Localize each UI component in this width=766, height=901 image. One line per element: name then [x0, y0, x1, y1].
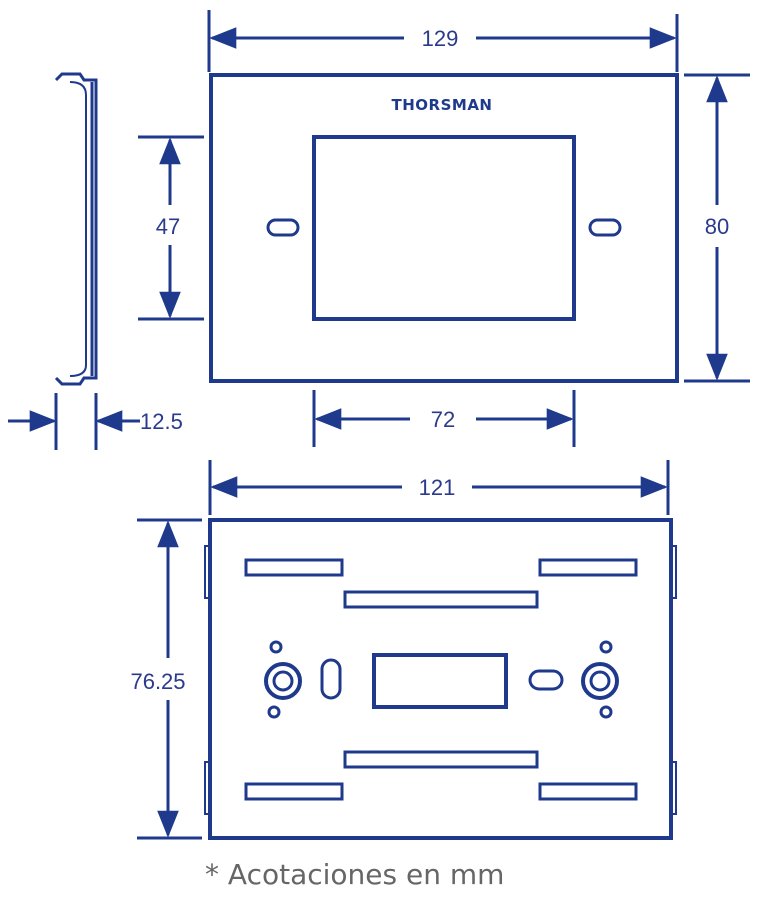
units-note: * Acotaciones en mm: [205, 858, 505, 891]
base-height-label: 76.25: [130, 669, 185, 694]
top-width-label: 129: [422, 26, 459, 51]
slot-top-center: [343, 590, 539, 609]
screw-slot-right: [588, 218, 622, 237]
base-width-dimension: 121: [208, 460, 670, 515]
base-height-dimension: 76.25: [130, 518, 202, 840]
slot-bottom-left: [244, 782, 344, 801]
center-opening: [372, 653, 508, 709]
mounting-boss-right: [581, 640, 619, 719]
side-profile: [54, 72, 98, 386]
top-height-label: 80: [705, 214, 729, 239]
top-height-dimension: 80: [684, 73, 750, 383]
slot-top-left: [244, 558, 344, 577]
slot-top-right: [538, 558, 638, 577]
front-cover: THORSMAN: [209, 73, 679, 383]
brand-logo: THORSMAN: [392, 96, 493, 114]
mounting-boss-left: [264, 640, 302, 719]
oval-hole-right: [528, 669, 564, 691]
screw-slot-left: [266, 218, 300, 237]
top-width-dimension: 129: [207, 10, 679, 72]
base-plate: [204, 518, 677, 840]
base-width-label: 121: [419, 475, 456, 500]
profile-depth-label: 12.5: [140, 409, 183, 434]
profile-depth-dimension: 12.5: [8, 393, 183, 450]
window-width-dimension: 72: [312, 390, 576, 447]
slot-bottom-right: [538, 782, 638, 801]
window-height-label: 47: [156, 214, 180, 239]
slot-bottom-center: [343, 750, 539, 769]
display-window: [312, 135, 576, 321]
window-width-label: 72: [431, 407, 455, 432]
window-height-dimension: 47: [138, 135, 204, 321]
oval-hole-left: [320, 658, 342, 700]
